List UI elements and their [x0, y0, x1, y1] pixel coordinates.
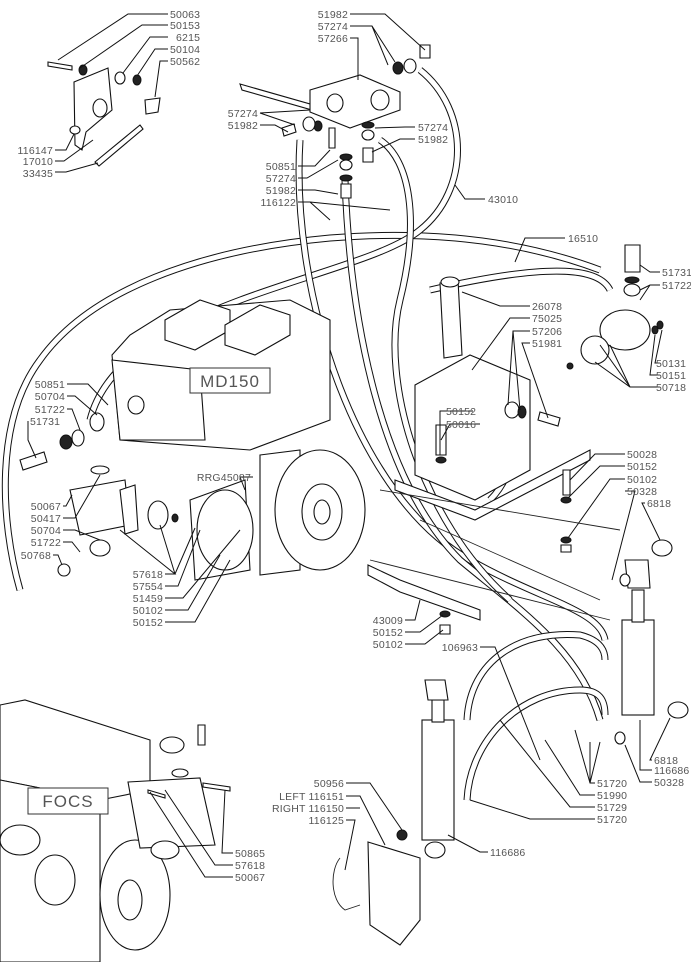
callout-50131: 50131: [656, 358, 686, 370]
callout-6818: 6818: [654, 755, 678, 767]
callout-116125: 116125: [309, 815, 344, 827]
callout-51729: 51729: [597, 802, 627, 814]
callout-50328: 50328: [627, 486, 657, 498]
control-valve: [239, 44, 431, 199]
callout-57554: 57554: [133, 581, 163, 593]
callout-75025: 75025: [532, 313, 562, 325]
callout-50067: 50067: [235, 872, 265, 884]
callout-51982: 51982: [318, 9, 348, 21]
callout-51990: 51990: [597, 790, 627, 802]
tank: [394, 276, 591, 521]
callout-50417: 50417: [31, 513, 61, 525]
cylinders: [421, 539, 689, 859]
frame: [367, 469, 621, 635]
callout-6215: 6215: [176, 32, 200, 44]
callout-50704: 50704: [31, 525, 61, 537]
callout-50152: 50152: [627, 461, 657, 473]
callout-51722: 51722: [662, 280, 691, 292]
callout-50067: 50067: [31, 501, 61, 513]
callout-51982: 51982: [418, 134, 448, 146]
callout-57266: 57266: [318, 33, 348, 45]
callout-16510: 16510: [568, 233, 598, 245]
callout-rrg45087: RRG45087: [197, 472, 251, 484]
callout-57618: 57618: [235, 860, 265, 872]
pump: [566, 244, 664, 370]
callout-50704: 50704: [35, 391, 65, 403]
callout-50102: 50102: [627, 474, 657, 486]
callout-left-116151: LEFT 116151: [279, 791, 344, 803]
bracket-assembly: [47, 61, 161, 167]
callout-50028: 50028: [627, 449, 657, 461]
callout-50851: 50851: [266, 161, 296, 173]
callout-50851: 50851: [35, 379, 65, 391]
callout-51720: 51720: [597, 778, 627, 790]
callout-50865: 50865: [235, 848, 265, 860]
callout-50153: 50153: [170, 20, 200, 32]
callout-26078: 26078: [532, 301, 562, 313]
callout-33435: 33435: [23, 168, 53, 180]
callout-51722: 51722: [31, 537, 61, 549]
model-label-focs: FOCS: [42, 792, 93, 811]
callout-50328: 50328: [654, 777, 684, 789]
callout-6818: 6818: [647, 498, 671, 510]
leader-lines: [27, 13, 671, 878]
callout-50562: 50562: [170, 56, 200, 68]
callout-50102: 50102: [133, 605, 163, 617]
md150-engine: MD150: [19, 299, 366, 581]
callout-51459: 51459: [133, 593, 163, 605]
callout-43009: 43009: [373, 615, 403, 627]
model-label-md150: MD150: [200, 372, 260, 391]
callout-50152: 50152: [133, 617, 163, 629]
callout-51731: 51731: [662, 267, 691, 279]
callout-57274: 57274: [318, 21, 348, 33]
focs-engine: FOCS: [0, 699, 231, 962]
callout-57274: 57274: [266, 173, 296, 185]
callout-right-116150: RIGHT 116150: [272, 803, 344, 815]
cylinder-bracket: [332, 829, 421, 946]
callout-50152: 50152: [446, 406, 476, 418]
callout-50152: 50152: [373, 627, 403, 639]
callout-50104: 50104: [170, 44, 200, 56]
callout-50016: 50016: [446, 419, 476, 431]
callout-50063: 50063: [170, 9, 200, 21]
callout-57274: 57274: [228, 108, 258, 120]
callout-57206: 57206: [532, 326, 562, 338]
callout-116147: 116147: [18, 145, 53, 157]
callout-116122: 116122: [261, 197, 296, 209]
callout-51982: 51982: [266, 185, 296, 197]
callout-116686: 116686: [490, 847, 525, 859]
callout-43010: 43010: [488, 194, 518, 206]
callout-57618: 57618: [133, 569, 163, 581]
callout-51731: 51731: [30, 416, 60, 428]
callout-116686: 116686: [654, 765, 689, 777]
callout-50718: 50718: [656, 382, 686, 394]
callout-50151: 50151: [656, 370, 686, 382]
callout-51981: 51981: [532, 338, 562, 350]
callout-50102: 50102: [373, 639, 403, 651]
callout-51982: 51982: [228, 120, 258, 132]
callouts: 50063 50153 6215 50104 50562 116147 1701…: [18, 9, 691, 884]
callout-106963: 106963: [442, 642, 478, 654]
callout-51720: 51720: [597, 814, 627, 826]
callout-57274: 57274: [418, 122, 448, 134]
callout-50768: 50768: [21, 550, 51, 562]
callout-50956: 50956: [314, 778, 344, 790]
callout-51722: 51722: [35, 404, 65, 416]
callout-17010: 17010: [23, 156, 53, 168]
